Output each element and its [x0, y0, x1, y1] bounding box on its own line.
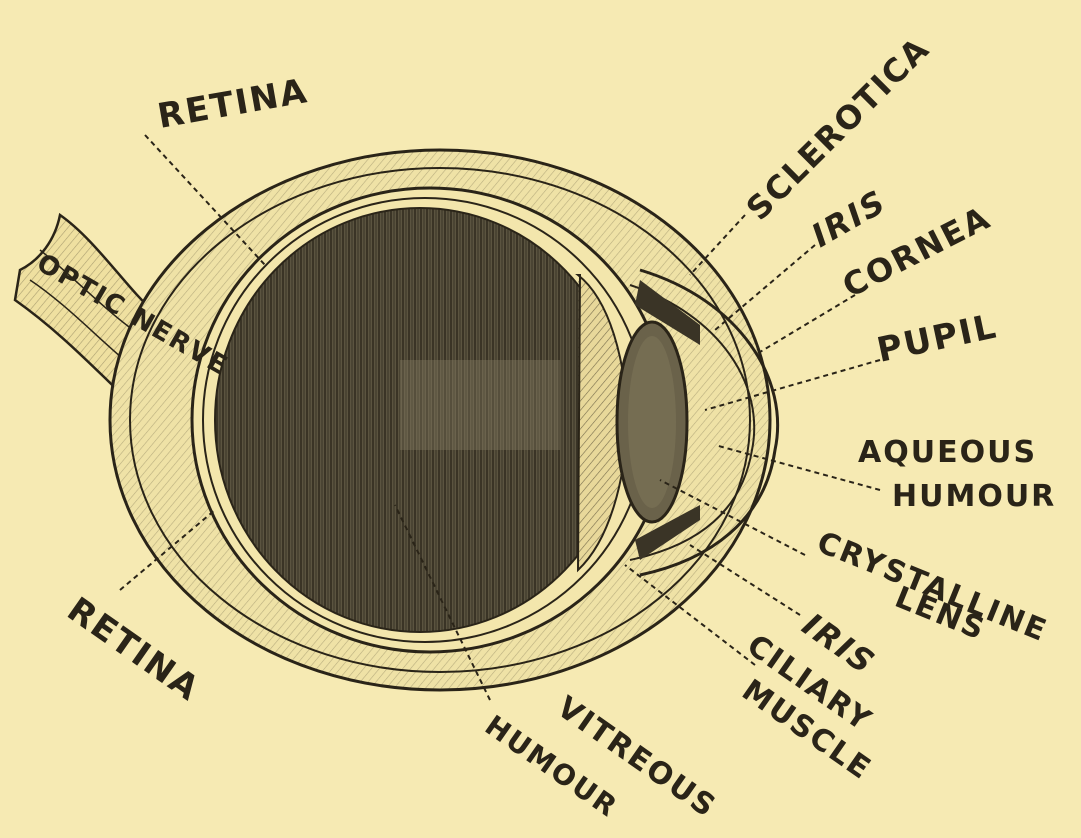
label-aqueous-humour-line2: HUMOUR — [892, 479, 1056, 514]
label-retina-top: RETINA — [155, 71, 312, 137]
label-sclerotica: SCLEROTICA — [739, 29, 937, 227]
vitreous-humour-body — [215, 208, 625, 632]
label-pupil: PUPIL — [874, 306, 1001, 370]
label-vitreous-humour-line1: VITREOUS — [550, 690, 722, 825]
label-aqueous-humour-line1: AQUEOUS — [858, 435, 1037, 470]
label-retina-bottom: RETINA — [60, 590, 207, 710]
label-iris-top: IRIS — [805, 182, 893, 255]
